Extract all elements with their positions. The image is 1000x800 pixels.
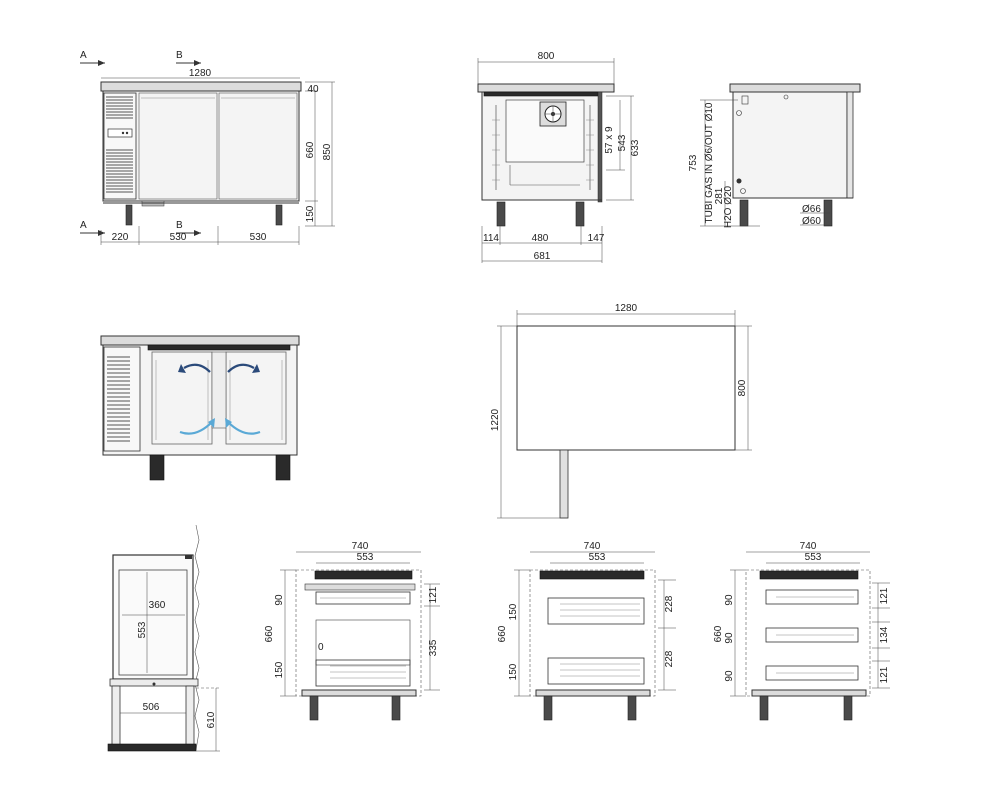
drawer-2-left-dim-1: 150 bbox=[508, 603, 519, 620]
drawer-1-outer-width: 740 bbox=[352, 541, 369, 552]
drawer-3-inner-width: 553 bbox=[805, 552, 822, 563]
drawer-1-right-dim-1: 121 bbox=[428, 586, 439, 603]
drawer-2-right-dim-2: 228 bbox=[664, 650, 675, 667]
side-door-profile bbox=[597, 91, 603, 203]
front-door-left bbox=[138, 92, 218, 200]
gas-pipe-label: TUBI GAS IN Ø6/OUT Ø10 bbox=[704, 102, 715, 223]
side-inner-depth-dim: 480 bbox=[532, 233, 549, 244]
airflow-grille bbox=[107, 356, 130, 442]
side-offset-left-dim: 114 bbox=[483, 233, 499, 244]
drawer-3-left-dim-4: 90 bbox=[724, 670, 735, 682]
h2o-height-dim: 281 bbox=[714, 187, 725, 204]
front-body-height-dim: 660 bbox=[305, 141, 316, 158]
top-worktop-outline bbox=[516, 325, 736, 451]
top-view: 1280 800 1220 bbox=[490, 303, 752, 519]
section-base-height-dim: 610 bbox=[206, 711, 217, 728]
h2o-label: H2O Ø20 bbox=[723, 185, 734, 228]
drawer-1-inner-width: 553 bbox=[357, 552, 374, 563]
drawer-view-1: 740 553 0 660 90 150 121 335 bbox=[264, 541, 440, 721]
drain-dim-2: Ø60 bbox=[802, 216, 821, 227]
side-section-view: 800 57 x 9 543 633 bbox=[477, 51, 641, 263]
airflow-arrow-left-up bbox=[183, 363, 211, 373]
drawer-1-right-dim-2: 335 bbox=[428, 639, 439, 656]
section-label-a-bottom: A bbox=[80, 220, 87, 231]
airflow-leg-right bbox=[275, 454, 291, 481]
front-segment-1-dim: 220 bbox=[112, 232, 129, 243]
side-offset-right-dim: 147 bbox=[588, 233, 605, 244]
top-width-dim: 1280 bbox=[615, 303, 638, 314]
top-total-depth-dim: 1220 bbox=[490, 408, 501, 431]
side-height-dim: 753 bbox=[688, 154, 699, 171]
drawer-2-inner-width: 553 bbox=[589, 552, 606, 563]
drawer-2-right-dim-1: 228 bbox=[664, 595, 675, 612]
top-depth-dim: 800 bbox=[737, 379, 748, 396]
front-top-thickness-dim: 40 bbox=[307, 84, 319, 95]
section-a-view: 360 553 506 610 bbox=[107, 524, 220, 752]
section-inner-height-dim: 553 bbox=[137, 621, 148, 638]
side-view: 753 TUBI GAS IN Ø6/OUT Ø10 281 H2O Ø20 Ø… bbox=[688, 83, 861, 228]
drawer-3-right-dim-3: 121 bbox=[879, 666, 890, 683]
drawer-view-2: 740 553 660 150 150 228 228 bbox=[497, 541, 676, 721]
airflow-arrow-right-in bbox=[227, 421, 261, 435]
drawer-3-right-dim-1: 121 bbox=[879, 587, 890, 604]
drawer-2-outer-width: 740 bbox=[584, 541, 601, 552]
section-label-b-bottom: B bbox=[176, 220, 183, 231]
front-total-height-dim: 850 bbox=[322, 143, 333, 160]
section-label-b-top: B bbox=[176, 50, 183, 61]
front-width-dim: 1280 bbox=[189, 68, 212, 79]
drawer-view-3: 740 553 660 90 90 90 121 134 121 bbox=[713, 541, 890, 721]
section-label-a-top: A bbox=[80, 50, 87, 61]
airflow-view bbox=[100, 335, 300, 481]
airflow-arrow-right-up bbox=[227, 363, 255, 373]
drawer-3-left-dim-3: 90 bbox=[724, 632, 735, 644]
section-inner-width-dim: 360 bbox=[149, 600, 166, 611]
control-display bbox=[107, 128, 133, 138]
front-worktop bbox=[100, 81, 302, 92]
front-segment-3-dim: 530 bbox=[250, 232, 267, 243]
drain-dim-1: Ø66 bbox=[802, 204, 821, 215]
side-depth-dim: 800 bbox=[538, 51, 555, 62]
section-base-width-dim: 506 bbox=[143, 702, 160, 713]
drawer-3-right-dim-2: 134 bbox=[879, 626, 890, 643]
side-base-depth-dim: 681 bbox=[534, 251, 551, 262]
airflow-arrow-left-in bbox=[179, 421, 213, 435]
drawer-3-outer-width: 740 bbox=[800, 541, 817, 552]
side-inner-height-1: 543 bbox=[617, 134, 628, 151]
drawer-1-left-dim-2: 660 bbox=[264, 625, 275, 642]
front-leg-height-dim: 150 bbox=[305, 205, 316, 222]
ventilation-grille bbox=[106, 96, 133, 193]
drawer-2-left-dim-2: 660 bbox=[497, 625, 508, 642]
break-line bbox=[194, 524, 200, 751]
drawer-3-left-dim-1: 90 bbox=[724, 594, 735, 606]
drawer-2-left-dim-3: 150 bbox=[508, 663, 519, 680]
svg-text:0: 0 bbox=[318, 642, 324, 653]
front-door-right bbox=[218, 92, 298, 200]
section-base-plate bbox=[107, 743, 197, 752]
front-view: A B A B 1280 bbox=[80, 50, 335, 245]
airflow-leg-left bbox=[149, 454, 165, 481]
drawer-1-left-dim-3: 150 bbox=[274, 661, 285, 678]
drawer-3-left-dim-2: 660 bbox=[713, 625, 724, 642]
drawer-1-left-dim-1: 90 bbox=[274, 594, 285, 606]
front-segment-2-dim: 530 bbox=[170, 232, 187, 243]
top-extension-leg bbox=[559, 449, 569, 519]
side-inner-height-2: 633 bbox=[630, 139, 641, 156]
rails-dim: 57 x 9 bbox=[604, 126, 615, 154]
